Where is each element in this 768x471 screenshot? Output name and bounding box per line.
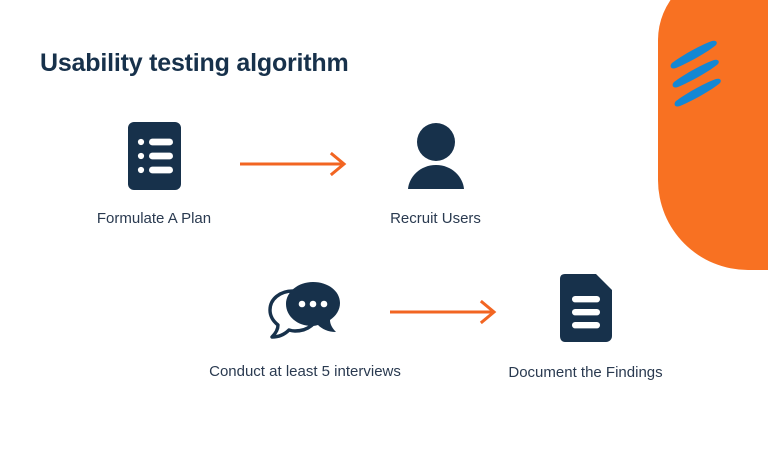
document-lines-icon: [559, 274, 612, 342]
page-title: Usability testing algorithm: [40, 49, 349, 77]
step-label-recruit-users: Recruit Users: [390, 210, 481, 227]
arrow-interviews-to-findings: [390, 299, 500, 325]
step-label-conduct-interviews: Conduct at least 5 interviews: [209, 363, 401, 380]
arrow-plan-to-recruit: [240, 151, 350, 177]
step-formulate-a-plan: Formulate A Plan: [88, 122, 220, 227]
speech-bubbles-icon: [267, 279, 343, 341]
step-document-findings: Document the Findings: [495, 274, 676, 381]
user-person-icon: [407, 122, 465, 190]
checklist-document-icon: [127, 122, 181, 190]
step-conduct-interviews: Conduct at least 5 interviews: [192, 279, 418, 380]
step-label-formulate-a-plan: Formulate A Plan: [96, 210, 212, 227]
step-recruit-users: Recruit Users: [372, 122, 499, 227]
brand-logo-icon: [670, 40, 721, 107]
step-label-document-findings: Document the Findings: [508, 364, 663, 381]
brand-logo: [668, 37, 730, 107]
